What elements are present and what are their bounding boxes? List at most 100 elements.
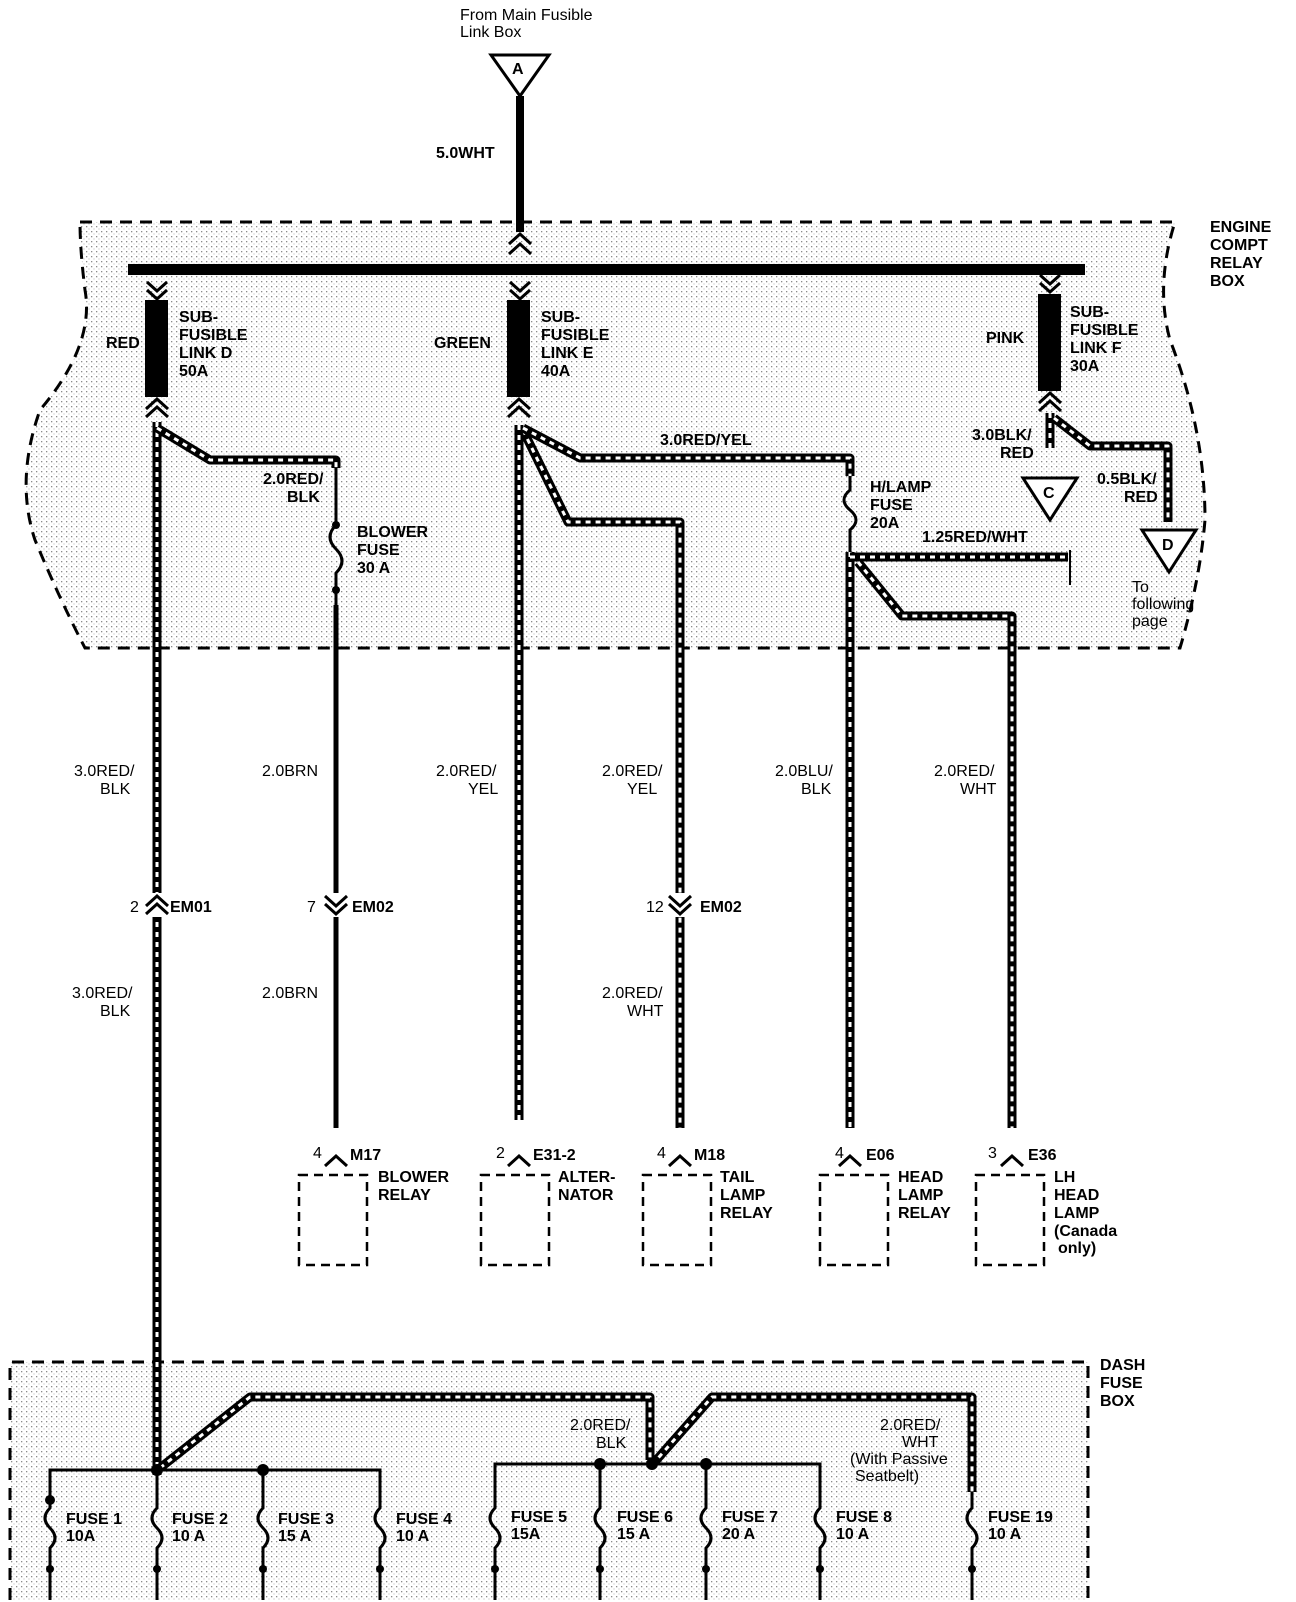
- tail-lamp-relay-label: TAIL LAMP RELAY: [720, 1169, 773, 1222]
- blower-relay-conn: M17: [350, 1147, 381, 1164]
- dash-box-label: DASH FUSE BOX: [1100, 1357, 1150, 1410]
- junction-mid: [646, 1458, 658, 1470]
- link-e-body: [507, 300, 530, 397]
- off-page-d-letter: D: [1162, 537, 1174, 554]
- junction-fuse3: [257, 1464, 269, 1476]
- link-e-label: SUB- FUSIBLE LINK E 40A: [541, 309, 614, 380]
- fuse-1-label: FUSE 1 10A: [66, 1511, 126, 1545]
- component-tail-lamp-relay: 4 M18 TAIL LAMP RELAY: [641, 1145, 773, 1267]
- link-e-top-connector: [508, 280, 532, 302]
- component-alternator: 2 E31-2 ALTER- NATOR: [479, 1145, 620, 1267]
- fuse-3: FUSE 3 15 A: [256, 1498, 338, 1600]
- connector-em01: 2 EM01: [130, 893, 212, 917]
- fuse-8-label: FUSE 8 10 A: [836, 1509, 896, 1543]
- fuse-6-label: FUSE 6 15 A: [617, 1509, 677, 1543]
- off-page-note: To following page: [1132, 579, 1199, 630]
- fuse-19-label: FUSE 19 10 A: [988, 1509, 1057, 1543]
- lh-head-lamp-pin: 3: [988, 1145, 997, 1162]
- hlamp-fuse-label: H/LAMP FUSE 20A: [870, 479, 936, 532]
- engine-box-outline: [24, 220, 1207, 650]
- wires: [152, 413, 1173, 1492]
- lh-head-lamp-box: [974, 1173, 1046, 1267]
- main-feed-wire-label: 5.0WHT: [436, 145, 495, 162]
- fuse-2: FUSE 2 10 A: [150, 1498, 228, 1600]
- alternator-label: ALTER- NATOR: [558, 1169, 620, 1204]
- dash-label-2-0red-blk: 2.0RED/ BLK: [570, 1417, 635, 1452]
- label-3-0red-yel: 3.0RED/YEL: [660, 432, 752, 449]
- engine-compt-relay-box: ENGINE COMPT RELAY BOX: [24, 219, 1276, 650]
- fuse-1: FUSE 1 10A: [43, 1500, 126, 1600]
- em01-name: EM01: [170, 899, 212, 916]
- blower-fuse-dot-bottom: [332, 586, 340, 594]
- dash-fuses: FUSE 1 10A FUSE 2 10 A FUSE 3 15 A FUS: [43, 1498, 1057, 1600]
- lh-head-lamp-conn: E36: [1028, 1147, 1057, 1164]
- em02-7-name: EM02: [352, 899, 394, 916]
- fuse-4-label: FUSE 4 10 A: [396, 1511, 456, 1545]
- engine-box-label: ENGINE COMPT RELAY BOX: [1210, 219, 1276, 290]
- blower-fuse: BLOWER FUSE 30 A: [328, 468, 429, 605]
- mid-label-2-0blu-blk: 2.0BLU/ BLK: [775, 763, 837, 798]
- dash-bus-left: [45, 1464, 382, 1505]
- fuse-4: FUSE 4 10 A: [373, 1498, 456, 1600]
- junction-fuse7: [700, 1458, 712, 1470]
- source-letter: A: [512, 61, 524, 78]
- label-0-5blk-red: 0.5BLK/ RED: [1097, 471, 1161, 506]
- engine-box-fill: [26, 222, 1206, 648]
- fusible-link-f: PINK SUB- FUSIBLE LINK F 30A: [986, 294, 1139, 391]
- fusible-link-e: GREEN SUB- FUSIBLE LINK E 40A: [434, 300, 614, 397]
- mid-label-3-0red-blk: 3.0RED/ BLK: [74, 763, 139, 798]
- fuse-3-label: FUSE 3 15 A: [278, 1511, 338, 1545]
- source-triangle: [488, 53, 552, 99]
- label-3-0blk-red: 3.0BLK/ RED: [972, 427, 1036, 462]
- hlamp-fuse: H/LAMP FUSE 20A: [842, 476, 936, 552]
- lh-head-lamp-label: LH HEAD LAMP (Canada only): [1054, 1169, 1122, 1257]
- tail-lamp-relay-box: [641, 1173, 713, 1267]
- component-head-lamp-relay: 4 E06 HEAD LAMP RELAY: [818, 1145, 951, 1267]
- dash-bus-right: [493, 1458, 822, 1498]
- off-page-d-triangle: [1139, 528, 1199, 575]
- blower-relay-box: [297, 1173, 369, 1267]
- fuse-19: FUSE 19 10 A: [965, 1500, 1057, 1600]
- off-page-connector-c: C: [1020, 476, 1080, 523]
- link-e-bottom-connector: [506, 396, 532, 419]
- fusible-link-d: RED SUB- FUSIBLE LINK D 50A: [106, 300, 252, 397]
- label-1-25red-wht: 1.25RED/WHT: [922, 529, 1028, 546]
- component-blower-relay: 4 M17 BLOWER RELAY: [297, 1145, 454, 1267]
- off-page-c-letter: C: [1043, 485, 1055, 502]
- mid-label-2-0red-yel-2: 2.0RED/ YEL: [602, 763, 667, 798]
- junction-fuse6: [594, 1458, 606, 1470]
- blower-relay-label: BLOWER RELAY: [378, 1169, 454, 1204]
- link-d-top-connector: [145, 280, 169, 302]
- lower-label-2-0red-wht: 2.0RED/ WHT: [602, 985, 667, 1020]
- fuse-7: FUSE 7 20 A: [699, 1498, 782, 1600]
- off-page-connector-d: D: [1139, 528, 1199, 575]
- blower-fuse-dot-top: [332, 521, 340, 529]
- em02-12-pin: 12: [646, 899, 664, 916]
- alternator-conn: E31-2: [533, 1147, 576, 1164]
- off-page-c-triangle: [1020, 476, 1080, 523]
- link-d-color: RED: [106, 335, 140, 352]
- head-lamp-relay-box: [818, 1173, 890, 1267]
- lower-label-2-0brn: 2.0BRN: [262, 985, 318, 1002]
- bus-bar: [128, 264, 1085, 275]
- connector-em02-7: 7 EM02: [307, 893, 394, 917]
- alternator-pin: 2: [496, 1145, 505, 1162]
- source-connector-a: From Main Fusible Link Box A 5.0WHT: [436, 7, 593, 256]
- blower-relay-pin: 4: [313, 1145, 322, 1162]
- hlamp-fuse-symbol: [842, 476, 858, 552]
- mid-label-2-0brn: 2.0BRN: [262, 763, 318, 780]
- link-d-label: SUB- FUSIBLE LINK D 50A: [179, 309, 252, 380]
- dash-fuse-box: DASH FUSE BOX: [8, 1357, 1150, 1600]
- main-feed-connector: [507, 231, 533, 256]
- head-lamp-relay-pin: 4: [835, 1145, 844, 1162]
- head-lamp-relay-label: HEAD LAMP RELAY: [898, 1169, 951, 1222]
- link-f-bottom-connector: [1037, 390, 1063, 413]
- fuse-7-label: FUSE 7 20 A: [722, 1509, 782, 1543]
- link-e-color: GREEN: [434, 335, 491, 352]
- alternator-box: [479, 1173, 551, 1267]
- em02-12-name: EM02: [700, 899, 742, 916]
- label-blower-in: 2.0RED/ BLK: [263, 471, 328, 506]
- link-f-body: [1038, 294, 1061, 391]
- link-d-bottom-connector: [144, 396, 170, 419]
